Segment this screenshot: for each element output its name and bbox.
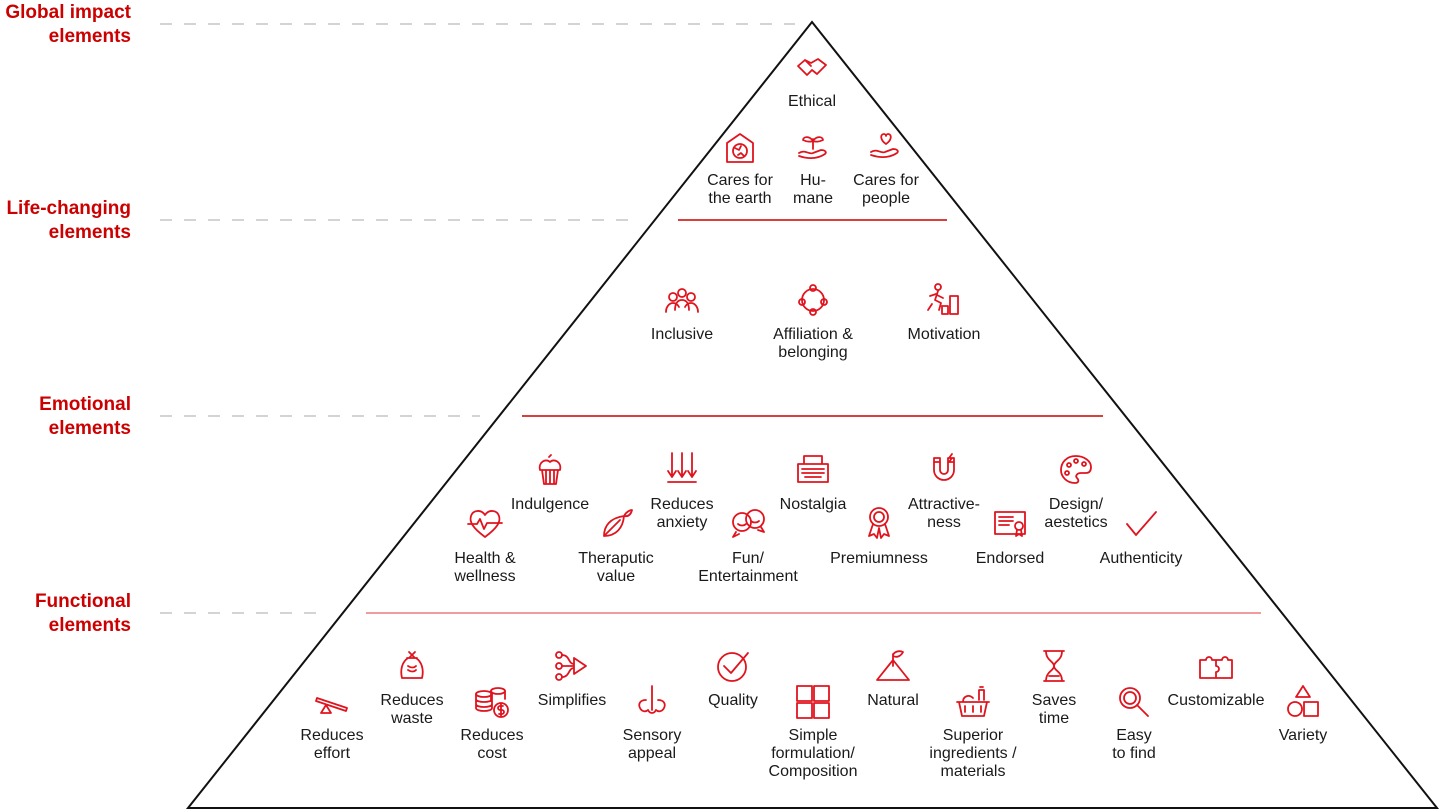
handshake-icon [797,58,827,76]
mountain-leaf-icon [876,650,910,681]
level-label-functional: Functional elements [34,591,131,636]
magnifier-icon [1119,687,1149,717]
earth-house-icon [726,133,754,163]
check-circle-icon [717,652,749,682]
grid-squares-icon [796,685,830,719]
element-label: Simplifies [537,692,607,709]
cupcake-icon [538,454,562,485]
element-label: Customizable [1167,692,1265,709]
nose-icon [638,685,666,714]
waste-bag-icon [400,651,424,679]
people-group-icon [665,288,699,313]
runner-chart-icon [927,283,959,315]
element-label: Variety [1278,727,1328,744]
down-arrows-icon [667,452,697,483]
hourglass-icon [1043,650,1065,682]
element-label: Health & wellness [454,550,516,585]
puzzle-icon [1199,656,1233,679]
typewriter-icon [797,455,829,483]
element-label: Reduces waste [380,692,444,727]
shapes-icon [1287,685,1319,717]
element-label: Cares for the earth [707,172,773,207]
plant-hand-icon [798,136,827,160]
seesaw-icon [315,697,348,714]
element-label: Reduces anxiety [650,496,714,531]
element-label: Easy to find [1112,727,1156,762]
merge-arrow-icon [555,651,587,681]
element-label: Ethical [787,93,837,110]
element-label: Sensory appeal [622,727,682,762]
element-label: Superior ingredients / materials [929,727,1017,780]
element-label: Reduces cost [460,727,524,762]
element-label: Premiumness [830,550,928,567]
element-label: Hu- mane [792,172,834,207]
element-label: Authenticity [1099,550,1183,567]
element-label: Design/ aestetics [1044,496,1108,531]
level-label-emotional: Emotional elements [39,394,131,439]
heartbeat-icon [467,510,503,538]
element-label: Inclusive [650,326,714,343]
basket-icon [956,686,990,717]
element-label: Reduces effort [300,727,364,762]
level-label-life-changing: Life-changing elements [6,198,131,243]
element-label: Quality [708,692,758,709]
level-guides [160,23,795,614]
smiley-bubbles-icon [732,509,765,538]
element-label: Cares for people [853,172,919,207]
level-label-global-impact: Global impact elements [5,2,131,47]
element-label: Endorsed [975,550,1045,567]
element-label: Nostalgia [779,496,847,513]
element-label: Simple formulation/ Composition [768,727,858,780]
magnet-icon [933,453,955,481]
heart-hand-icon [870,133,899,159]
certificate-icon [994,511,1026,537]
pyramid-outline [185,20,1440,809]
circle-people-icon [798,284,828,316]
element-label: Motivation [907,326,981,343]
element-label: Affiliation & belonging [773,326,853,361]
element-label: Theraputic value [578,550,654,585]
element-label: Natural [867,692,919,709]
checkmark-icon [1126,511,1157,536]
element-label: Fun/ Entertainment [698,550,798,585]
award-ribbon-icon [868,507,890,539]
element-label: Indulgence [510,496,590,513]
coins-icon [475,687,509,718]
element-label: Saves time [1031,692,1077,727]
element-label: Attractive- ness [907,496,980,531]
palette-icon [1060,455,1092,484]
leaves-icon [603,509,633,537]
